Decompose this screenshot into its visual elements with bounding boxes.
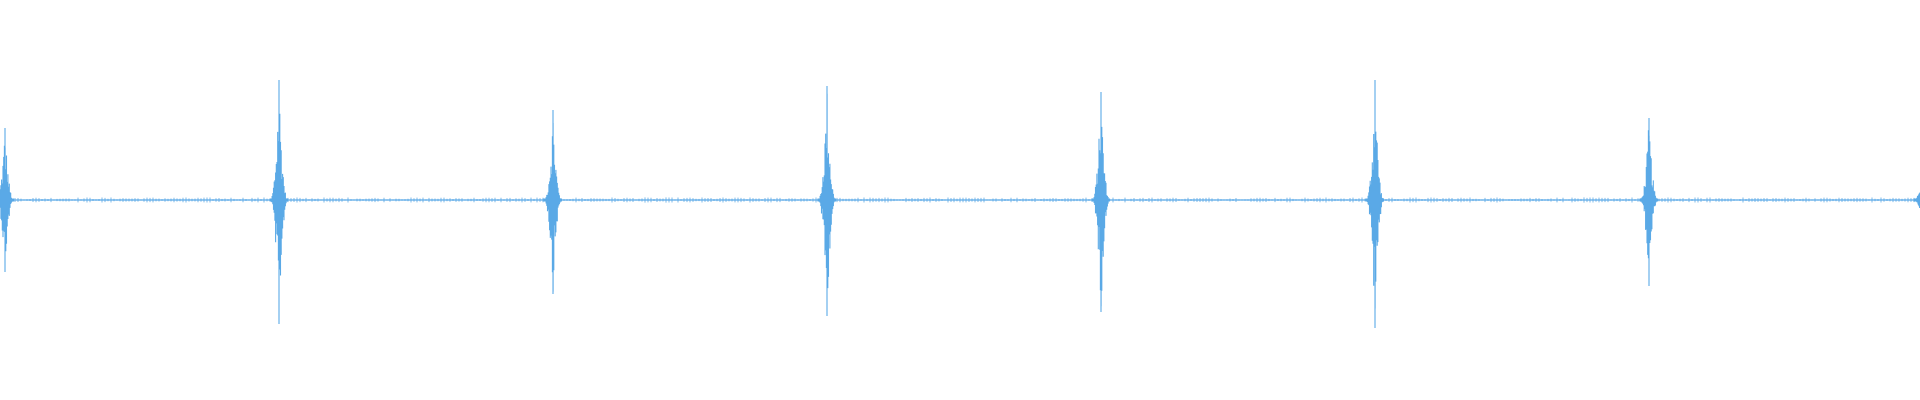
waveform-baseline-noise <box>0 197 1918 203</box>
waveform-burst <box>269 80 289 324</box>
waveform-burst <box>0 128 15 272</box>
waveform-burst <box>1639 118 1659 286</box>
waveform-burst-core <box>1369 191 1381 209</box>
waveform-burst <box>543 110 563 294</box>
waveform-burst-core <box>821 191 833 209</box>
waveform-burst-core <box>1643 191 1655 209</box>
waveform-bursts <box>0 80 1920 328</box>
waveform-burst <box>1091 92 1111 312</box>
waveform-burst <box>1365 80 1385 328</box>
waveform-burst-core <box>1095 191 1107 209</box>
waveform-burst-core <box>547 191 559 209</box>
waveform-burst <box>1913 192 1920 208</box>
waveform-burst-core <box>0 191 11 209</box>
waveform-burst-core <box>273 191 285 209</box>
waveform-burst <box>817 86 837 316</box>
waveform-burst-core <box>1917 192 1920 208</box>
